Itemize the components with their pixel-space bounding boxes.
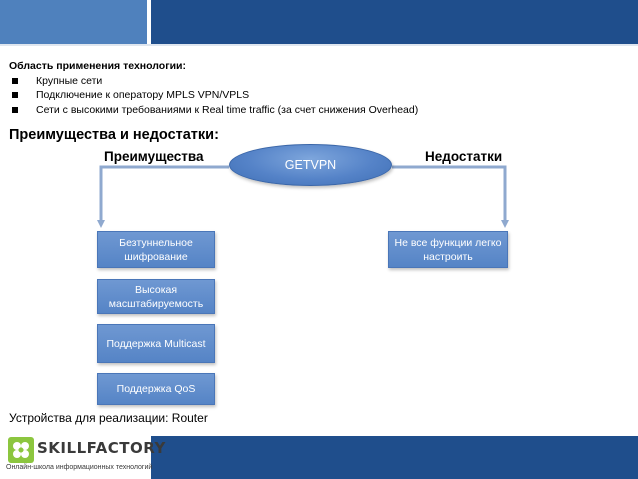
scope-item: Сети с высокими требованиями к Real time… [9,103,418,118]
header-block-right [151,0,638,44]
pros-item: Высокая масштабируемость [97,279,215,314]
header-block-left [0,0,147,44]
connector-pros [97,165,229,228]
pros-item: Поддержка QoS [97,373,215,405]
footer-band [151,436,638,479]
header-divider [0,44,638,46]
scope-item: Крупные сети [9,74,418,89]
pros-item-label: Поддержка QoS [116,383,196,395]
cons-item-label: Не все функции легко настроить [394,236,502,263]
scope-section: Область применения технологии: Крупные с… [9,59,418,117]
logo-tagline: Онлайн-школа информационных технологий [6,464,153,471]
logo-brand: SKILLFACTORY [37,439,166,457]
hub-label: GETVPN [284,158,337,172]
pros-item: Поддержка Multicast [97,324,215,363]
section-title: Преимущества и недостатки: [9,127,219,143]
connector-cons [392,165,509,228]
header-band [0,0,638,44]
pros-label: Преимущества [104,149,204,164]
cons-item: Не все функции легко настроить [388,231,508,268]
skillfactory-logo: SKILLFACTORY Онлайн-школа информационных… [6,437,165,477]
hub-node: GETVPN [229,144,392,186]
scope-title: Область применения технологии: [9,60,186,72]
scope-item: Подключение к оператору MPLS VPN/VPLS [9,88,418,103]
pros-item: Безтуннельное шифрование [97,231,215,268]
scope-list: Крупные сети Подключение к оператору MPL… [9,74,418,118]
pros-item-label: Безтуннельное шифрование [119,236,193,263]
pros-item-label: Высокая масштабируемость [108,283,204,310]
pros-item-label: Поддержка Multicast [106,337,206,350]
cons-label: Недостатки [425,149,503,164]
devices-line: Устройства для реализации: Router [9,411,208,425]
logo-mark-icon [8,437,34,463]
